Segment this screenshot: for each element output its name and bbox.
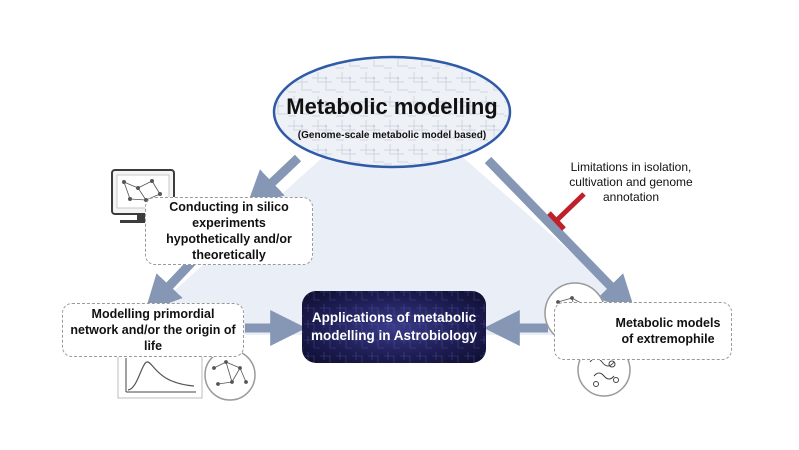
primordial-box: Modelling primordial network and/or the …	[62, 303, 244, 357]
primordial-label: Modelling primordial network and/or the …	[70, 307, 236, 353]
inhibition-marker	[547, 192, 586, 231]
applications-box: Applications of metabolic modelling in A…	[302, 291, 486, 363]
extremophile-label: Metabolic models of extremophile	[615, 316, 721, 346]
main-title: Metabolic modelling	[286, 94, 498, 119]
applications-label: Applications of metabolic modelling in A…	[311, 310, 477, 343]
background-triangle	[125, 95, 665, 335]
arrow-insilico-to-primordial	[144, 258, 196, 312]
limitation-label: Limitations in isolation, cultivation an…	[569, 160, 693, 204]
arrow-title-to-insilico	[246, 154, 302, 208]
main-subtitle: (Genome-scale metabolic model based)	[297, 130, 487, 141]
extremophile-box: Metabolic models of extremophile	[554, 302, 732, 360]
line-graph-icon	[117, 351, 203, 399]
in-silico-box: Conducting in silico experiments hypothe…	[145, 197, 313, 265]
in-silico-label: Conducting in silico experiments hypothe…	[166, 200, 292, 262]
arrow-title-to-extremophile	[484, 156, 636, 312]
network-graph-icon	[204, 349, 256, 401]
computer-monitor-icon	[111, 169, 175, 223]
